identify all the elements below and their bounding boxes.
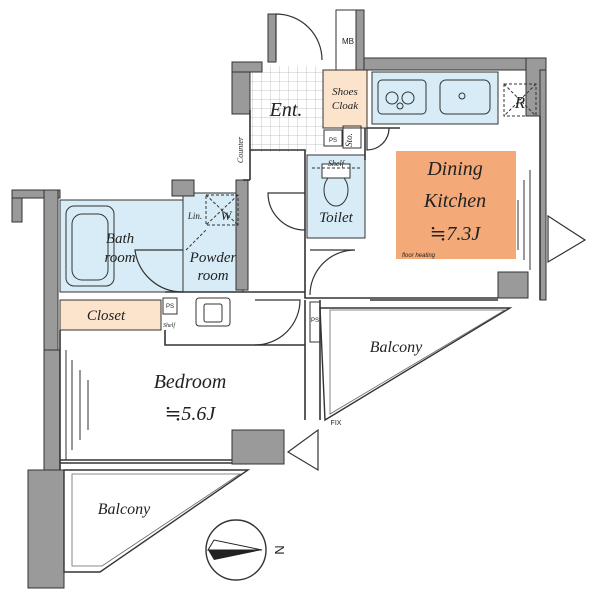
fridge-space xyxy=(503,83,537,117)
lower-balcony-outline xyxy=(63,469,251,573)
closet-area xyxy=(59,299,162,331)
compass-arrow-icon xyxy=(208,550,262,560)
balcony-door xyxy=(547,214,587,264)
bedroom-label: Bedroom xyxy=(154,371,227,393)
balconies xyxy=(63,307,513,573)
bath-door xyxy=(134,249,184,293)
labels: Dining Kitchen ≒7.3J floor heating Bedro… xyxy=(87,37,526,518)
dining-kitchen-highlight xyxy=(396,151,516,259)
balcony-upper-label: Balcony xyxy=(370,339,423,356)
fix-label: FIX xyxy=(331,420,342,427)
bath-label-2: room xyxy=(104,250,135,266)
toilet-label: Toilet xyxy=(319,210,353,226)
kitchen-sink xyxy=(439,79,491,115)
bath-label-1: Bath xyxy=(106,231,134,247)
upper-balcony-outline xyxy=(319,307,513,422)
mb-label: MB xyxy=(342,37,354,46)
ps-hall-label: PS xyxy=(311,318,319,324)
doors xyxy=(134,13,587,472)
interior-walls xyxy=(59,110,541,470)
storage-door xyxy=(366,127,390,151)
shoes-cloak-area xyxy=(322,69,368,129)
toilet-door xyxy=(267,192,306,231)
ps-entrance-label: PS xyxy=(329,138,337,144)
compass: N xyxy=(205,519,287,581)
dining-label-1: Dining xyxy=(426,158,483,180)
windows xyxy=(59,170,531,460)
balcony-lower-label: Balcony xyxy=(98,501,151,518)
powder-label-2: room xyxy=(197,268,228,284)
entrance-label: Ent. xyxy=(269,99,303,121)
dining-label-2: Kitchen xyxy=(423,190,486,212)
bedroom-door xyxy=(286,428,319,472)
shoes-label-1: Shoes xyxy=(332,86,358,98)
storage-label: Sto. xyxy=(344,133,354,147)
powder-door xyxy=(254,299,301,346)
linen-label: Lin. xyxy=(187,211,202,221)
walls xyxy=(11,9,547,589)
shelf-closet-label: Shelf xyxy=(163,322,176,329)
entrance-door xyxy=(275,13,323,61)
washer-pan xyxy=(205,194,239,226)
fixtures xyxy=(65,79,537,343)
ps-closet-label: PS xyxy=(166,304,174,310)
entrance-tiles xyxy=(250,66,324,152)
shelf-toilet-label: Shelf xyxy=(328,159,346,168)
bedroom-area: ≒5.6J xyxy=(165,403,217,425)
floor-heating-note: floor heating xyxy=(402,253,436,259)
bathtub xyxy=(65,205,115,287)
powder-label-1: Powder xyxy=(189,250,237,266)
hall-door xyxy=(309,249,356,296)
compass-north-label: N xyxy=(272,545,287,554)
shoes-label-2: Cloak xyxy=(332,100,359,112)
dining-area: ≒7.3J xyxy=(430,223,482,245)
closet-label: Closet xyxy=(87,308,126,324)
counter-label: Counter xyxy=(236,136,245,163)
washer-label: W xyxy=(221,208,233,223)
compass-circle xyxy=(205,519,267,581)
refrigerator-label: R xyxy=(514,93,526,112)
